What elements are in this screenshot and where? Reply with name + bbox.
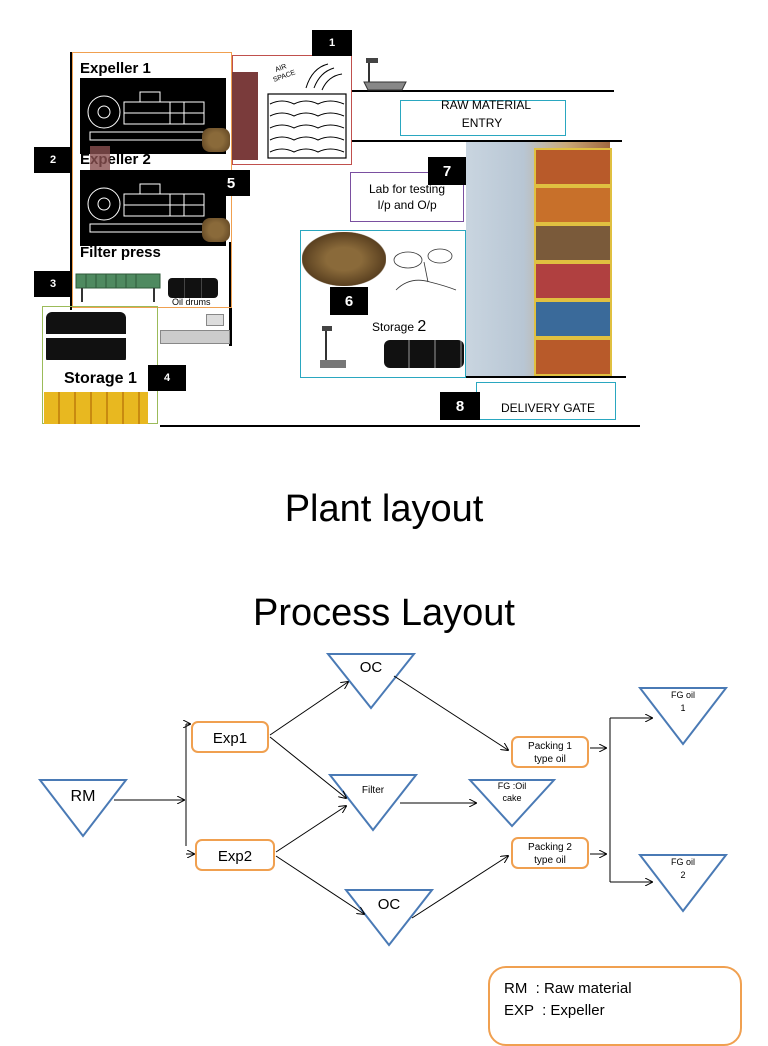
storage-2-number: 2 xyxy=(417,318,427,335)
storage-2-text: Storage xyxy=(372,320,415,334)
marker-8: 8 xyxy=(440,392,480,420)
mid-line-2 xyxy=(466,376,626,378)
filter-label: Filter xyxy=(362,785,385,796)
storage-1-drums xyxy=(46,312,126,364)
filter-triangle xyxy=(327,774,419,832)
rm-triangle xyxy=(37,779,129,838)
legend-exp: EXP : Expeller xyxy=(504,1002,605,1019)
raw-material-entry-line1: RAW MATERIAL xyxy=(440,98,531,112)
process-flow-diagram: RM OC Filter FG :Oil cake OC Exp1 Exp2 P… xyxy=(37,653,729,947)
expeller-2-machine xyxy=(80,170,226,246)
oil-drums-image xyxy=(168,278,218,298)
mid-line xyxy=(352,140,622,142)
marker-6: 6 xyxy=(330,287,368,315)
packing1-line1: Packing 1 xyxy=(528,741,572,752)
marker-5: 5 xyxy=(212,170,250,196)
raw-material-entry-box xyxy=(400,100,566,136)
fg-oil1-triangle xyxy=(637,687,729,746)
oil-cake-heap xyxy=(302,232,386,286)
fg-oil2-line1: FG oil xyxy=(671,857,695,867)
exp2-box xyxy=(195,839,275,871)
marker-3: 3 xyxy=(34,271,72,297)
raw-material-entry-line2: ENTRY xyxy=(461,116,503,130)
svg-text:AIR: AIR xyxy=(274,63,287,74)
packing2-line2: type oil xyxy=(534,855,566,866)
wall-right-expeller xyxy=(229,242,232,346)
expeller-1-machine xyxy=(80,78,226,154)
fg-cake-line1: FG :Oil xyxy=(498,781,527,791)
oil-cake-pile-2 xyxy=(202,218,230,242)
legend-box: RM : Raw material EXP : Expeller xyxy=(488,966,742,1046)
marker-2: 2 xyxy=(34,147,72,173)
marker-4: 4 xyxy=(148,365,186,391)
oil-drums-label: Oil drums xyxy=(172,297,211,307)
left-wall xyxy=(70,52,72,310)
legend-rm: RM : Raw material xyxy=(504,980,632,997)
oil-bottles-image xyxy=(44,392,148,424)
storage-2-drums xyxy=(384,340,464,368)
fg-cake-line2: cake xyxy=(502,793,521,803)
storage-1-label: Storage 1 xyxy=(64,370,137,387)
filter-press-machine xyxy=(75,273,161,302)
filter-press-label: Filter press xyxy=(80,244,161,261)
packing2-box xyxy=(511,837,589,869)
expeller-1-label: Expeller 1 xyxy=(80,60,151,77)
platform-scale xyxy=(160,314,230,344)
exp1-box xyxy=(191,721,269,753)
expeller-2-overlay xyxy=(90,146,110,176)
fg-oil1-line1: FG oil xyxy=(671,690,695,700)
exp1-label: Exp1 xyxy=(213,730,247,747)
plant-layout-title: Plant layout xyxy=(284,488,484,530)
bottom-line xyxy=(160,425,640,427)
storage-2-label: Storage 2 xyxy=(372,318,426,336)
packing1-line2: type oil xyxy=(534,754,566,765)
storage-2-zone xyxy=(300,230,466,378)
lab-line2: I/p and O/p xyxy=(377,198,437,212)
marker-1: 1 xyxy=(312,30,352,56)
lab-box xyxy=(350,172,464,222)
exp2-label: Exp2 xyxy=(218,848,252,865)
delivery-gate-label: DELIVERY GATE xyxy=(500,401,596,415)
process-layout-title: Process Layout xyxy=(253,592,515,634)
top-line-raw xyxy=(352,90,614,92)
fg-oil2-line2: 2 xyxy=(680,870,685,880)
fg-oil2-triangle xyxy=(637,854,729,913)
sacks-illustration: AIR SPACE xyxy=(267,63,347,159)
oc-top-label: OC xyxy=(360,659,383,676)
marker-7: 7 xyxy=(428,157,466,185)
packing1-box xyxy=(511,736,589,768)
sketch-illustration xyxy=(393,248,457,291)
oc-bottom-triangle xyxy=(343,889,435,947)
fg-oil1-line2: 1 xyxy=(680,703,685,713)
fg-cake-triangle xyxy=(467,779,557,828)
oil-cake-pile-1 xyxy=(202,128,230,152)
packing2-line1: Packing 2 xyxy=(528,842,572,853)
weighing-scale-2 xyxy=(320,326,346,370)
oc-bottom-label: OC xyxy=(378,896,401,913)
rm-label: RM xyxy=(71,788,96,805)
trucks-photo xyxy=(466,142,612,376)
weighing-scale-icon xyxy=(363,58,407,91)
lab-line1: Lab for testing xyxy=(368,182,446,196)
conveyor-strip xyxy=(232,72,258,160)
